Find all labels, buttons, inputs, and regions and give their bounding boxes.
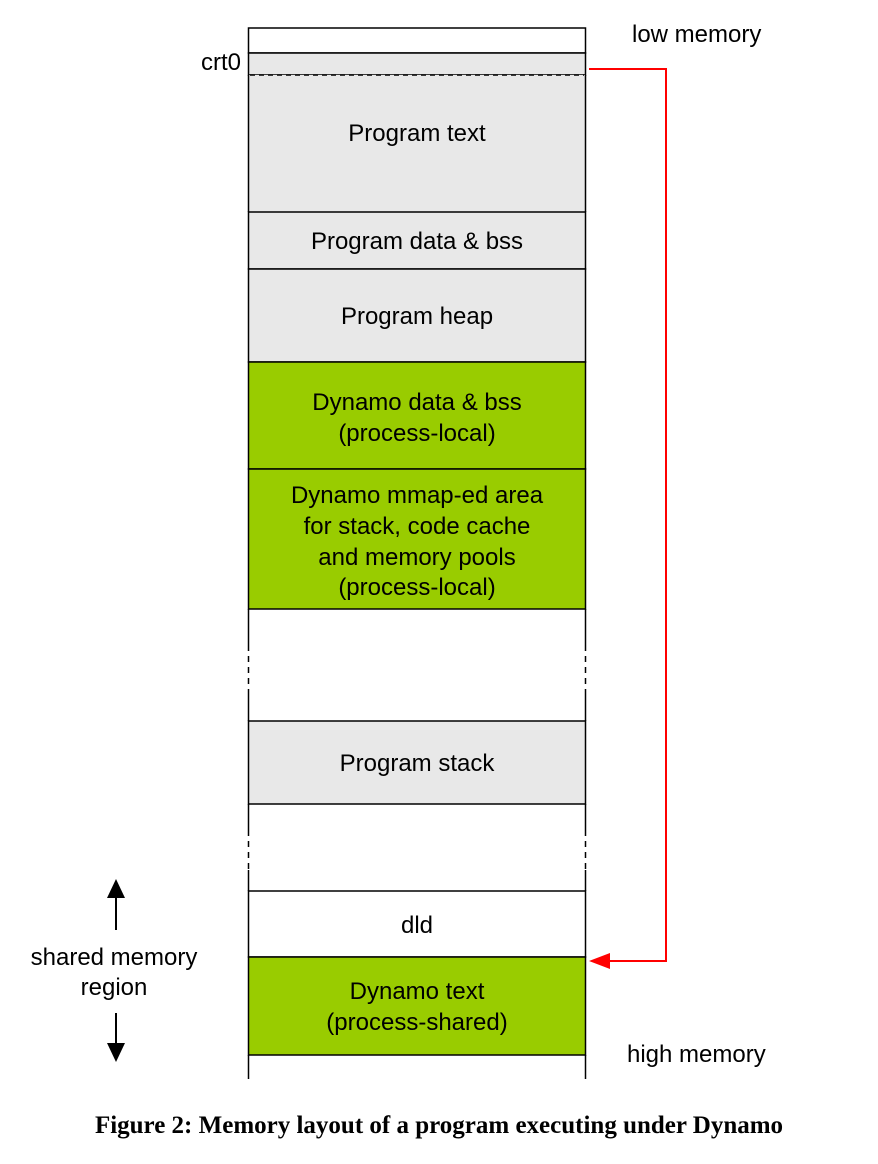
crt0-label: crt0 — [201, 49, 241, 76]
shared-region-up-arrow-head — [107, 879, 125, 898]
dynamo-mmap-area-label-line4: (process-local) — [338, 574, 495, 601]
figure-caption: Figure 2: Memory layout of a program exe… — [94, 1112, 784, 1139]
dynamo-mmap-area-label-line1: Dynamo mmap-ed area — [291, 482, 544, 509]
high-memory-label: high memory — [627, 1041, 766, 1068]
dynamo-text-label-line1: Dynamo text — [350, 978, 485, 1005]
program-heap-region — [247, 268, 587, 363]
low-memory-label: low memory — [632, 21, 761, 48]
program-text-fill — [248, 75, 586, 212]
dynamo-data-bss-region — [247, 361, 587, 470]
shared-memory-region-label-line1: shared memory — [31, 944, 198, 971]
dynamo-mmap-area-region — [247, 468, 587, 610]
dld-label: dld — [401, 912, 433, 939]
shared-memory-region-label-line2: region — [81, 974, 148, 1001]
program-stack-label: Program stack — [340, 750, 496, 777]
dynamo-mmap-area-label-line2: for stack, code cache — [304, 513, 531, 540]
dynamo-text-region — [247, 956, 587, 1056]
dynamo-text-label-line2: (process-shared) — [326, 1009, 507, 1036]
dynamo-mmap-area-label-line3: and memory pools — [318, 544, 515, 571]
program-heap-label: Program heap — [341, 303, 493, 330]
dld-region — [247, 890, 587, 958]
program-text-label: Program text — [348, 120, 486, 147]
program-stack-region — [247, 720, 587, 805]
program-data-bss-region — [247, 211, 587, 270]
shared-region-down-arrow-head — [107, 1043, 125, 1062]
top-blank-cell — [247, 27, 587, 54]
program-data-bss-label: Program data & bss — [311, 228, 523, 255]
crt0-region — [247, 52, 587, 76]
dynamo-data-bss-label-line2: (process-local) — [338, 420, 495, 447]
crt0-to-dynamo-text-arrow-head — [589, 953, 610, 969]
crt0-to-dynamo-text-arrow — [589, 68, 667, 962]
dynamo-data-bss-label-line1: Dynamo data & bss — [312, 389, 521, 416]
